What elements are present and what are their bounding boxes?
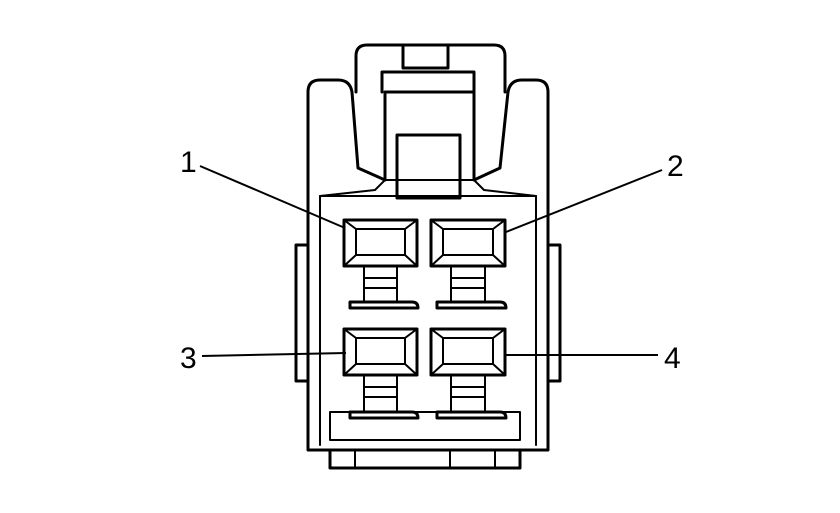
side-ribs [294,243,562,383]
connector-housing [306,78,550,452]
callout-1: 1 [180,146,197,179]
callout-2: 2 [667,150,684,183]
latch-window [395,133,462,200]
leader-line-2 [505,169,663,233]
terminal-cavity-1 [342,218,420,310]
callout-4: 4 [664,342,681,375]
connector-latch [354,43,507,94]
leader-line-1 [199,165,346,229]
callout-3: 3 [180,342,197,375]
connector-bottom [328,411,522,470]
terminal-cavity-4 [429,327,508,420]
leader-line-3 [201,352,347,357]
terminal-cavity-3 [342,327,420,420]
terminal-cavity-2 [429,218,508,310]
